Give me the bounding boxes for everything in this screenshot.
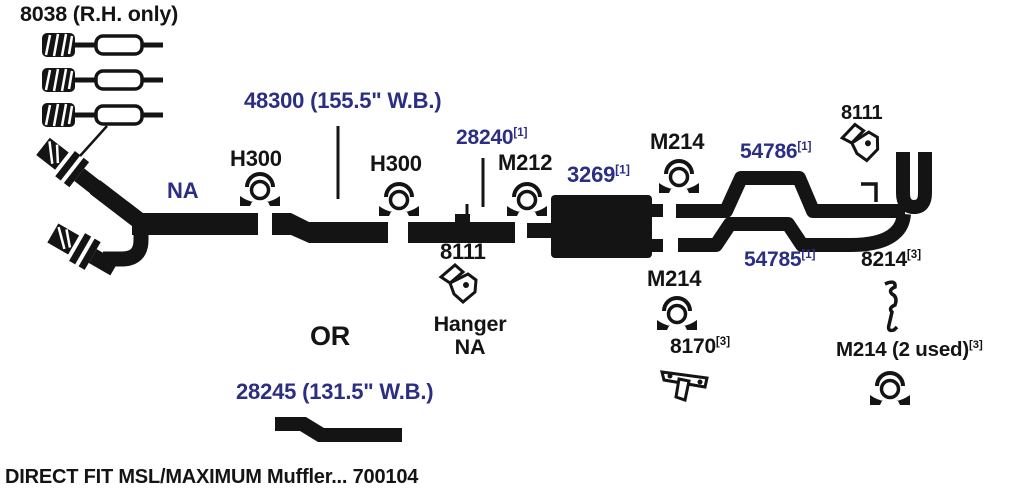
clamp-icon-h300-2 (377, 182, 421, 218)
label-m214-2used: M214 (2 used)[3] (836, 338, 983, 361)
label-hanger-na: Hanger NA (433, 312, 507, 359)
strap-hanger-icon-8214 (884, 280, 899, 333)
footer-caption: DIRECT FIT MSL/MAXIMUM Muffler... 700104 (5, 466, 419, 488)
resonator-assembly-icon (40, 31, 165, 157)
tailpipes (652, 152, 932, 252)
label-m214-top: M214 (650, 129, 705, 154)
label-wb-48300: 48300 (155.5" W.B.) (244, 88, 442, 113)
label-part-54785: 54785[1] (744, 248, 816, 271)
label-h300-1: H300 (230, 146, 282, 171)
clamp-icon-m214-top (657, 159, 701, 195)
clamp-icon-h300-1 (238, 172, 282, 208)
muffler-icon (551, 195, 652, 258)
hanger-bracket-icon-8111-right (839, 120, 882, 165)
label-na: NA (167, 178, 199, 203)
leader-line-8038 (79, 125, 108, 157)
label-wb-28245: 28245 (131.5" W.B.) (236, 379, 434, 404)
alternate-pipe-28245 (275, 417, 402, 442)
label-part-3269: 3269[1] (567, 162, 630, 187)
label-part-8038: 8038 (R.H. only) (20, 2, 179, 26)
clamp-icon-m214-2used (868, 371, 912, 407)
label-m212: M212 (498, 150, 553, 175)
clamp-icon-m212 (505, 182, 549, 218)
hanger-rod-mark (861, 182, 878, 202)
clamp-icon-m214-mid (655, 296, 699, 332)
label-m214-mid: M214 (647, 266, 702, 291)
label-part-8111-mid: 8111 (440, 239, 486, 264)
hanger-bracket-icon-8111-mid (439, 263, 478, 304)
main-pipe (132, 204, 552, 243)
label-part-8111-right: 8111 (841, 102, 883, 124)
label-part-8214: 8214[3] (861, 248, 922, 271)
t-bracket-icon-8170 (660, 370, 709, 402)
label-part-54786: 54786[1] (740, 140, 812, 163)
label-h300-2: H300 (370, 151, 422, 176)
label-part-8170: 8170[3] (670, 335, 731, 358)
label-part-28240: 28240[1] (456, 126, 528, 149)
label-or: OR (310, 321, 351, 351)
